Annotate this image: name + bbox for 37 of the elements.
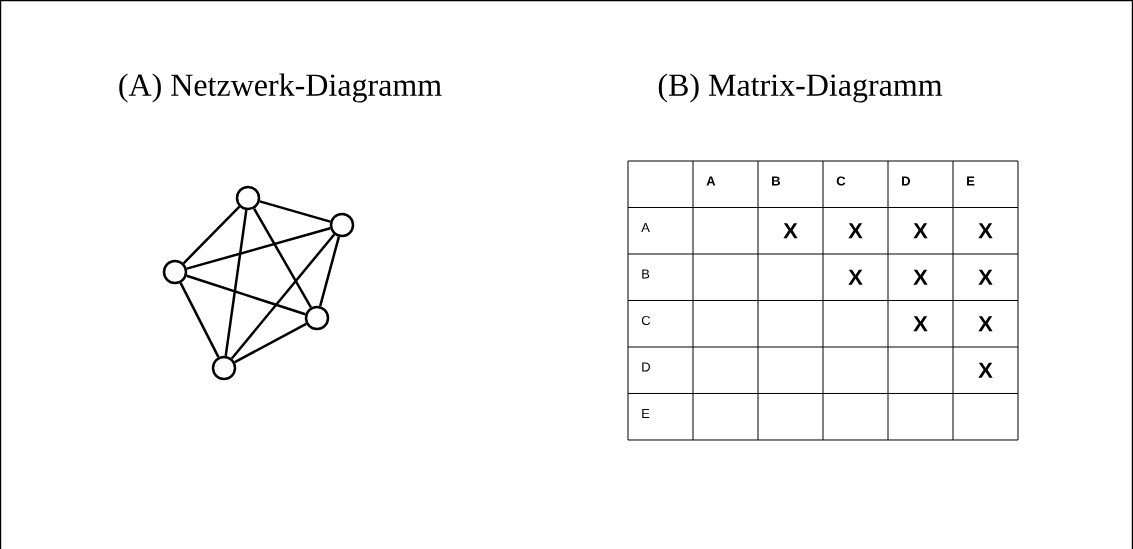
node-circle <box>304 305 330 331</box>
connecting-line <box>230 233 336 360</box>
connecting-line <box>224 209 248 357</box>
row-header: B <box>642 269 650 279</box>
cross-mark: X <box>848 269 863 285</box>
row-header: E <box>642 409 650 418</box>
row-header: D <box>642 362 650 372</box>
connecting-line <box>259 200 331 223</box>
connecting-line <box>319 236 341 307</box>
column-header: A <box>706 176 716 186</box>
connecting-line <box>179 282 220 358</box>
row-header: A <box>641 223 650 232</box>
connecting-line <box>234 322 307 364</box>
node-circle <box>235 185 261 211</box>
connecting-line <box>186 227 331 270</box>
cross-mark: X <box>978 316 993 332</box>
cross-mark: X <box>978 269 993 285</box>
column-header: E <box>967 176 975 186</box>
node-circle <box>211 355 237 381</box>
node-circle <box>162 259 188 285</box>
connecting-line <box>182 205 241 265</box>
column-header: B <box>772 176 780 186</box>
cross-mark: X <box>913 316 928 332</box>
heading: (B) Matrix-Diagramm <box>658 73 943 103</box>
cross-mark: X <box>783 223 798 239</box>
cross-mark: X <box>848 223 863 239</box>
column-header: C <box>836 176 846 186</box>
cross-mark: X <box>978 223 993 239</box>
cross-mark: X <box>913 269 928 285</box>
connecting-line <box>186 274 306 316</box>
node-circle <box>329 212 355 238</box>
row-header: C <box>641 315 651 326</box>
cross-mark: X <box>913 223 928 239</box>
connecting-line <box>253 208 312 308</box>
cross-mark: X <box>978 362 993 378</box>
column-header: D <box>902 176 911 186</box>
heading: (A) Netzwerk-Diagramm <box>119 73 442 103</box>
